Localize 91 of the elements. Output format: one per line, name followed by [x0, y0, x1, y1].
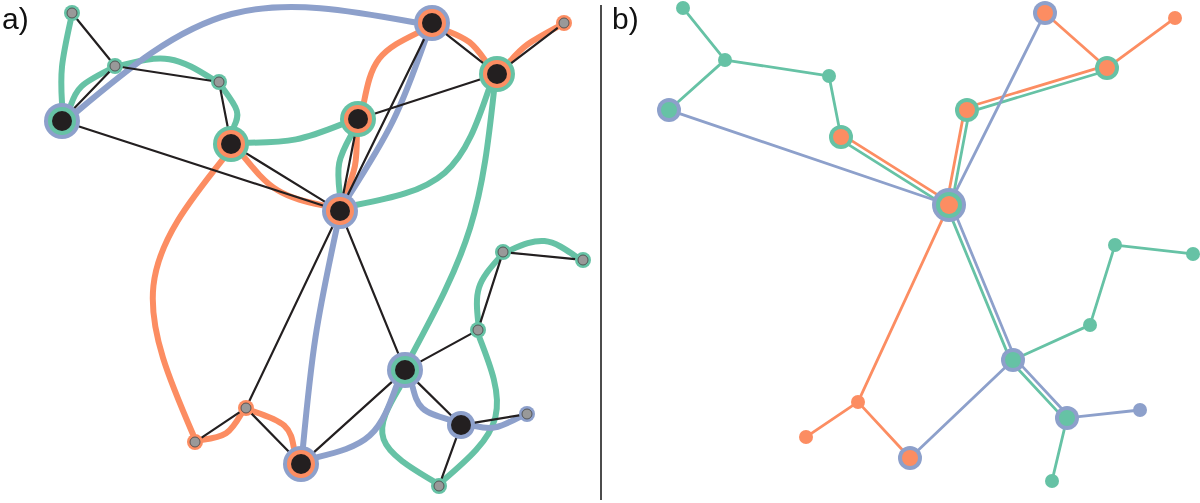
graph-edge: [149, 156, 226, 438]
graph-edge: [416, 381, 453, 417]
graph-node: [932, 188, 966, 222]
graph-node: [470, 322, 486, 338]
graph-node: [211, 74, 227, 90]
graph-node: [676, 1, 690, 15]
graph-edge: [75, 18, 112, 61]
graph-edge: [67, 67, 112, 109]
graph-edge: [219, 88, 229, 128]
graph-edge: [861, 405, 904, 451]
graph-edge: [859, 219, 944, 398]
graph-edge: [676, 63, 722, 104]
graph-node: [44, 103, 80, 139]
graph-node: [955, 98, 979, 122]
graph-edge: [250, 412, 290, 453]
graph-node: [1083, 318, 1097, 332]
graph-edge: [1052, 428, 1066, 476]
graph-edge: [220, 85, 241, 130]
graph-node: [799, 430, 813, 444]
graph-edge: [419, 332, 473, 363]
graph-edge: [1115, 20, 1171, 63]
graph-edge: [507, 237, 579, 260]
graph-edge: [509, 251, 577, 261]
graph-node: [1055, 406, 1079, 430]
graph-edge: [379, 384, 436, 484]
panel-label: b): [612, 4, 639, 34]
graph-node: [447, 411, 475, 439]
graph-node: [1133, 403, 1147, 417]
graph-edge: [810, 404, 854, 435]
graph-node: [238, 400, 254, 416]
graph-node: [387, 352, 423, 388]
graph-edge: [1077, 409, 1135, 419]
graph-edge: [473, 414, 521, 424]
graph-node: [1001, 348, 1025, 372]
graph-edge: [121, 66, 213, 82]
graph-node: [822, 69, 836, 83]
graph-node: [1108, 238, 1122, 252]
graph-node: [187, 434, 203, 450]
graph-edge: [73, 70, 111, 110]
graph-node: [340, 101, 376, 137]
graph-edge: [828, 81, 841, 127]
graph-edge: [345, 226, 400, 355]
graph-edge: [360, 30, 421, 105]
graph-edge: [78, 125, 324, 207]
graph-node: [718, 53, 732, 67]
panel-label: a): [2, 4, 29, 34]
graph-node: [1168, 11, 1182, 25]
graph-edge: [245, 152, 326, 203]
graph-edge: [441, 334, 500, 483]
graph-node: [431, 478, 447, 494]
graph-node: [1095, 56, 1119, 80]
graph-node: [64, 5, 80, 21]
graph-edge: [730, 59, 824, 77]
graph-node: [657, 98, 681, 122]
graph-edge: [119, 55, 215, 82]
graph-node: [829, 125, 853, 149]
graph-edge: [955, 22, 1042, 192]
graph-node: [851, 395, 865, 409]
graph-node: [495, 244, 511, 260]
graph-edge: [409, 88, 497, 357]
graph-edge: [1022, 326, 1086, 357]
graph-edge: [240, 153, 326, 209]
graph-node: [575, 252, 591, 268]
graph-node: [556, 15, 572, 31]
graph-edge: [374, 78, 481, 115]
graph-node: [283, 446, 319, 482]
graph-edge: [248, 226, 334, 402]
graph-edge: [58, 17, 74, 106]
graph-node: [1186, 247, 1200, 261]
graph-node: [322, 193, 358, 229]
graph-edge: [313, 380, 393, 454]
graph-node: [414, 5, 450, 41]
graph-edge: [250, 408, 297, 451]
graph-edge: [335, 132, 354, 196]
graph-edge: [440, 437, 458, 480]
graph-edge: [1090, 250, 1115, 320]
graph-edge: [342, 135, 356, 195]
graph-edge: [1120, 244, 1188, 255]
graph-node: [1045, 474, 1059, 488]
graph-node: [1033, 1, 1057, 25]
graph-edge: [917, 366, 1006, 452]
graph-edge: [1052, 19, 1100, 62]
graph-edge: [686, 12, 722, 56]
graph-node: [479, 56, 515, 92]
graph-edge: [678, 112, 935, 201]
graph-edge: [473, 255, 502, 325]
graph-node: [107, 58, 123, 74]
graph-node: [898, 446, 922, 470]
graph-node: [519, 406, 535, 422]
graph-edge: [479, 258, 502, 324]
graph-node: [213, 126, 249, 162]
